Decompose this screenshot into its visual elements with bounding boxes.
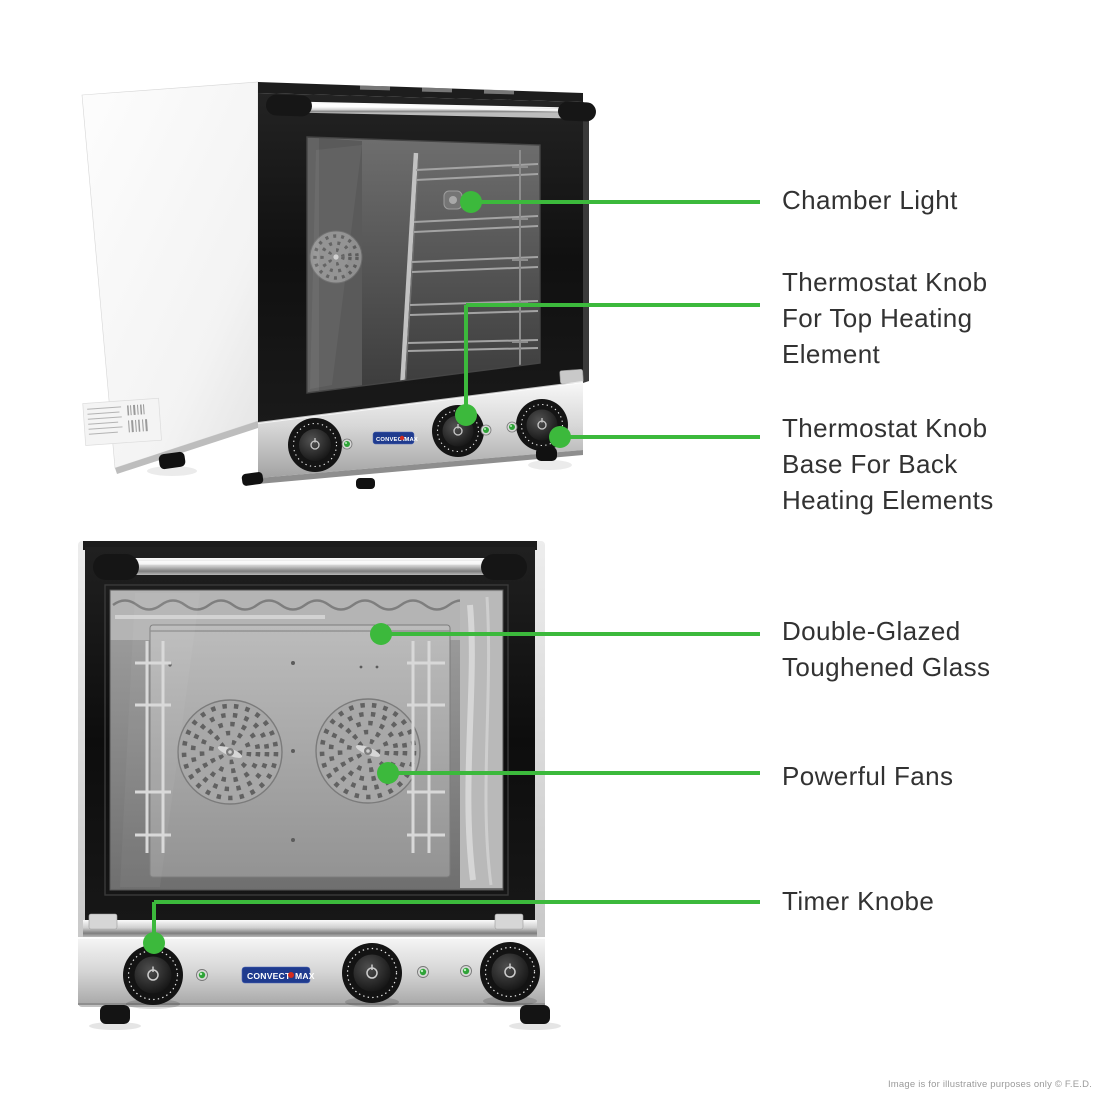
rack-rail-left [135,641,171,853]
powerful-fans-line [388,771,760,775]
chamber-light-dot [460,191,482,213]
powerful-fans-dot [377,762,399,784]
handle-end-cap [93,554,139,580]
window-frame [104,584,509,896]
double-glazed-glass-line [381,632,760,636]
brand-logo-text: CONVECT [247,971,291,981]
spec-sticker [82,397,162,446]
timer-knob-label: Timer Knobe [782,886,935,916]
chamber-light-label: Chamber Light [782,185,958,215]
timer-knob-line [154,900,760,904]
door-bottom-strip [83,913,537,937]
interior-back-plate [149,624,451,878]
power-indicator-light [480,424,492,436]
timer-knob-dot [143,932,165,954]
interior-support-rod [399,152,419,390]
thermostat-knob-top-line [466,303,760,307]
door-handle [93,554,527,580]
brand-logo-text: CONVECT [376,437,406,443]
power-indicator-light [417,966,429,978]
power-indicator-light [196,969,208,981]
door-hinge [88,913,118,930]
handle-end-cap [481,554,527,580]
door-hinge [494,913,524,930]
handle-end-cap [265,94,312,117]
powerful-fans-label: Powerful Fans [782,761,954,791]
chamber-light-fixture [443,190,463,210]
oven-top-edge [258,82,583,102]
thermostat-knob-base-line [560,435,760,439]
brand-logo-text: MAX [405,437,418,443]
temperature-knob [288,418,342,472]
oven-top-edge [83,541,537,550]
power-indicator-light [460,965,472,977]
control-panel: CONVECT MAX [257,381,584,484]
handle-end-cap [557,101,596,122]
oven-feet [89,1005,561,1030]
thermostat-knob-base-heating [516,399,568,451]
top-heating-element [112,599,498,611]
brand-logo: CONVECT MAX [372,431,418,445]
brand-logo-text: MAX [295,971,315,981]
door-handle [265,94,596,122]
thermostat-knob-base-label: Thermostat Knob Base For Back Heating El… [782,413,994,515]
thermostat-knob-top-line [464,305,468,415]
double-glazed-glass-dot [370,623,392,645]
footer-disclaimer: Image is for illustrative purposes only … [887,1079,1092,1090]
timer-knob-line [152,902,156,943]
oven-feet [147,447,572,489]
convection-oven-front-photo: CONVECT MAX [78,541,561,1030]
power-indicator-light [341,438,353,450]
rack-rail-right [407,641,445,853]
thermostat-knob-base-dot [549,426,571,448]
double-glazed-glass-label: Double-Glazed Toughened Glass [782,616,991,682]
convection-oven-angled-photo: CONVECT MAX [81,81,596,489]
power-indicator-light [506,421,518,433]
fan-plate-icon [309,230,363,284]
brand-logo: CONVECT MAX [241,966,315,984]
thermostat-knob-top-dot [455,404,477,426]
thermostat-knob-top-label: Thermostat Knob For Top Heating Element [782,267,988,369]
chamber-light-line [471,200,760,204]
oven-side-panel [81,81,259,474]
